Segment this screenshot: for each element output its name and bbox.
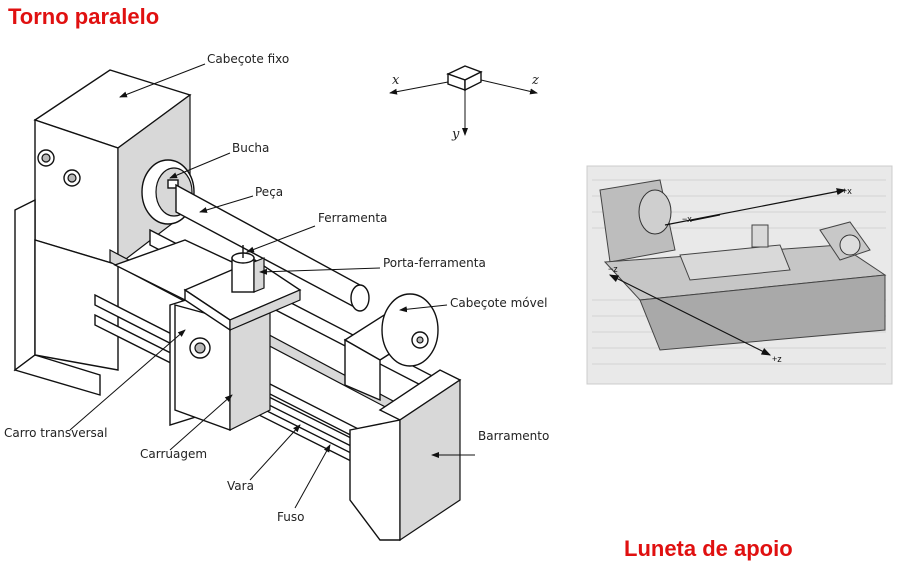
label-peca: Peça — [255, 185, 283, 199]
base-shape — [13, 198, 119, 396]
tailstock-shape — [343, 293, 439, 402]
photo-plus-x: +x — [842, 186, 852, 196]
photo-minus-x: −x — [682, 214, 692, 224]
axis-z-label: z — [531, 73, 539, 88]
label-cabecote-movel: Cabeçote móvel — [450, 296, 547, 310]
label-fuso: Fuso — [277, 510, 304, 524]
workpiece-shape — [175, 183, 370, 312]
page-title: Torno paralelo — [8, 4, 160, 29]
label-vara: Vara — [227, 479, 254, 493]
photo-plus-z: +z — [772, 354, 782, 364]
bed-end-shape — [349, 369, 462, 542]
label-cabecote-fixo: Cabeçote fixo — [207, 52, 289, 66]
label-bucha: Bucha — [232, 141, 269, 155]
axes-icon: x z y — [389, 65, 539, 142]
axis-x-label: x — [392, 73, 400, 88]
lathe-photo: +x −x −z +z — [586, 165, 893, 385]
label-ferramenta: Ferramenta — [318, 211, 387, 225]
photo-minus-z: −z — [608, 264, 618, 274]
label-barramento: Barramento — [478, 429, 549, 443]
leader-lines — [69, 63, 475, 509]
footer-caption: Luneta de apoio — [624, 536, 793, 561]
axis-y-label: y — [451, 127, 460, 142]
headstock-shape — [33, 69, 192, 267]
tool-post-shape — [231, 245, 265, 293]
label-carro-transversal: Carro transversal — [4, 426, 108, 440]
label-carruagem: Carruagem — [140, 447, 207, 461]
label-porta-ferramenta: Porta-ferramenta — [383, 256, 486, 270]
